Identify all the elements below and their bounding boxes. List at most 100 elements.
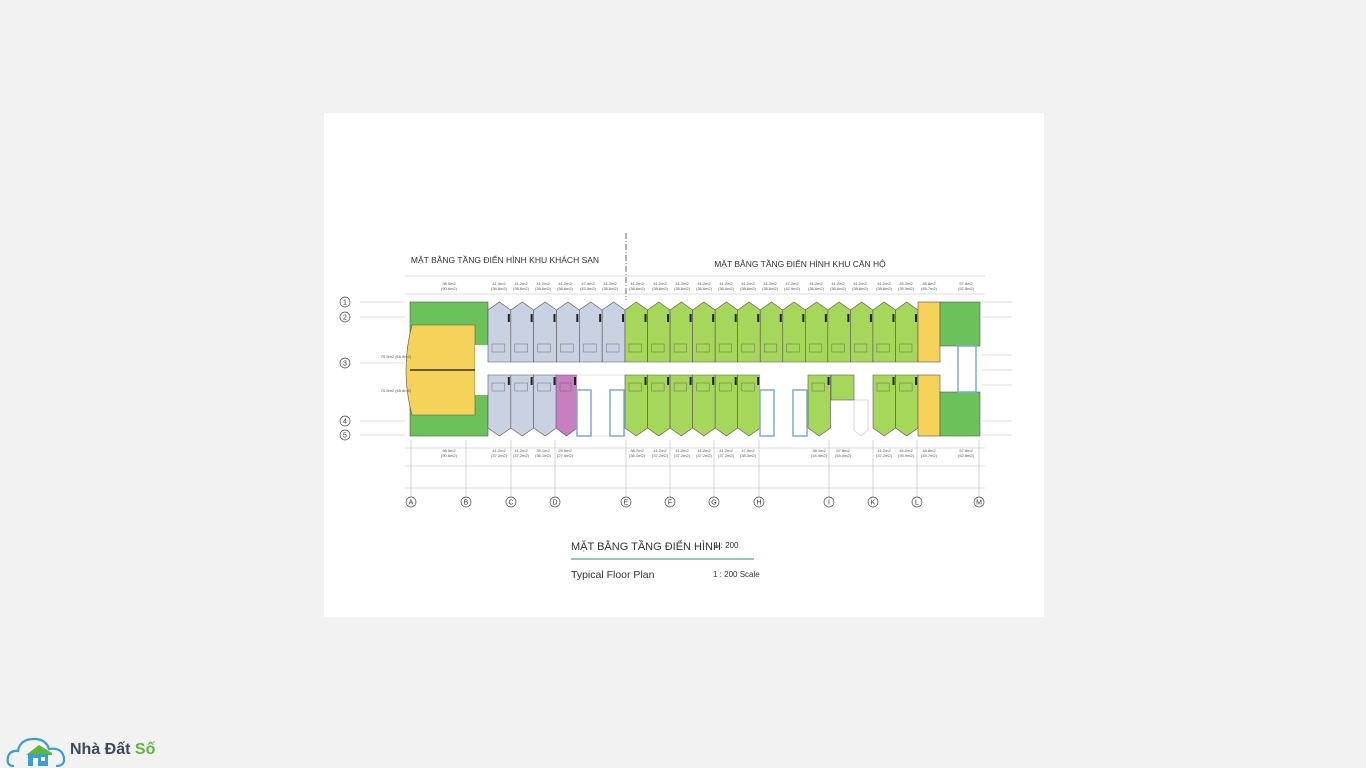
column-axis-label: K [871, 500, 876, 507]
area-label: (38.6m2) [876, 286, 893, 291]
area-label: (38.6m2) [629, 286, 646, 291]
apartment-section-title: MẶT BẰNG TẦNG ĐIỂN HÌNH KHU CĂN HỘ [714, 258, 886, 269]
area-label: (37.2m2) [652, 453, 669, 458]
apartment-unit [669, 301, 693, 363]
dimension-lines [360, 275, 1012, 489]
apartment-unit [895, 301, 919, 363]
area-label: 98.5m2 [442, 281, 456, 286]
wall [757, 314, 760, 322]
wall [553, 314, 556, 322]
wall [507, 377, 510, 385]
wall [574, 377, 576, 385]
area-label: 41.2m2 [877, 281, 891, 286]
wall [622, 314, 624, 322]
bathroom [854, 343, 868, 353]
wall [576, 314, 579, 322]
area-label: (37.2m2) [491, 453, 508, 458]
column-axis-label: L [915, 500, 919, 507]
column-axis-marker [549, 496, 561, 508]
area-label: (27.4m2) [557, 453, 574, 458]
area-label: 41.2m2 [877, 448, 891, 453]
area-label: 41.2m2 [558, 281, 572, 286]
area-label: 41.4m2 [492, 281, 506, 286]
wall [530, 377, 533, 385]
area-label: 45.2m2 [899, 281, 913, 286]
area-label: 41.2m2 [697, 281, 711, 286]
column-axis-label: M [976, 500, 982, 507]
area-label: 41.2m2 [514, 281, 528, 286]
wall [644, 314, 647, 322]
wall [869, 314, 872, 322]
wall [734, 377, 737, 385]
area-label: 38.7m2 [630, 448, 644, 453]
hotel-room-unit [487, 301, 512, 363]
column-axis-marker [823, 496, 835, 508]
bathroom [651, 343, 665, 353]
bathroom [560, 343, 574, 353]
area-label: (38.6m2) [696, 286, 713, 291]
apartment-corner-unit [939, 301, 981, 347]
area-label: (38.6m2) [491, 286, 508, 291]
bathroom [491, 382, 506, 392]
wall [712, 314, 715, 322]
nha-dat-so-logo[interactable]: Nhà Đất Số [6, 733, 155, 767]
wall [779, 314, 782, 322]
area-label: 41.2m2 [492, 448, 506, 453]
area-label: (39.9m2) [898, 286, 915, 291]
apartment-unit [714, 374, 738, 437]
bathroom [673, 382, 687, 392]
lift-shaft [609, 389, 625, 437]
area-label: (38.6m2) [557, 286, 574, 291]
area-label: 70.5m2 (65.8m2) [381, 354, 412, 359]
area-label: 41.2m2 [653, 281, 667, 286]
column-axis-label: B [464, 500, 469, 507]
bathroom [899, 343, 913, 353]
area-label: (39.9m2) [898, 453, 915, 458]
corridor [488, 362, 940, 375]
apartment-yellow-unit [917, 301, 941, 363]
area-label: 29.5m2 [558, 448, 572, 453]
apartment-unit [624, 301, 648, 363]
wall [847, 314, 850, 322]
wall [507, 314, 510, 322]
area-label: (37.2m2) [513, 453, 530, 458]
area-label: (52.5m2) [958, 286, 975, 291]
area-label: (38.6m2) [718, 286, 735, 291]
area-label: (90.6m2) [441, 286, 458, 291]
area-label: 39.1m2 [536, 448, 550, 453]
apartment-unit [895, 374, 919, 437]
hotel-room-unit [533, 301, 557, 363]
bathroom [514, 382, 528, 392]
area-label: (45.7m2) [921, 453, 938, 458]
apartment-unit [782, 301, 806, 363]
row-axis-marker [339, 415, 351, 427]
apartment-unit [669, 374, 693, 437]
area-label: 41.2m2 [853, 281, 867, 286]
bathroom [673, 343, 687, 353]
bathroom [696, 343, 710, 353]
stair [853, 399, 869, 437]
bathroom [514, 343, 528, 353]
bathroom [537, 343, 551, 353]
column-axis-marker [911, 496, 923, 508]
column-axis-marker [708, 496, 720, 508]
area-label: 45.2m2 [899, 448, 913, 453]
area-label: (37.2m2) [696, 453, 713, 458]
house-cloud-icon [6, 737, 66, 767]
apartment-yellow-unit [917, 374, 941, 437]
area-label: (38.6m2) [830, 286, 847, 291]
column-axis-label: C [508, 500, 513, 507]
bathroom [718, 382, 732, 392]
column-axis-label: I [828, 500, 830, 507]
area-label: (45.7m2) [921, 286, 938, 291]
wall [553, 377, 556, 385]
bathroom [696, 382, 710, 392]
apartment-unit [872, 374, 896, 437]
bathroom [628, 382, 642, 392]
hotel-room-unit [510, 301, 534, 363]
bathroom [786, 343, 800, 353]
wall [802, 314, 805, 322]
legend-scale-en: 1 : 200 Scale [713, 570, 760, 579]
area-label: (38.6m2) [852, 286, 869, 291]
